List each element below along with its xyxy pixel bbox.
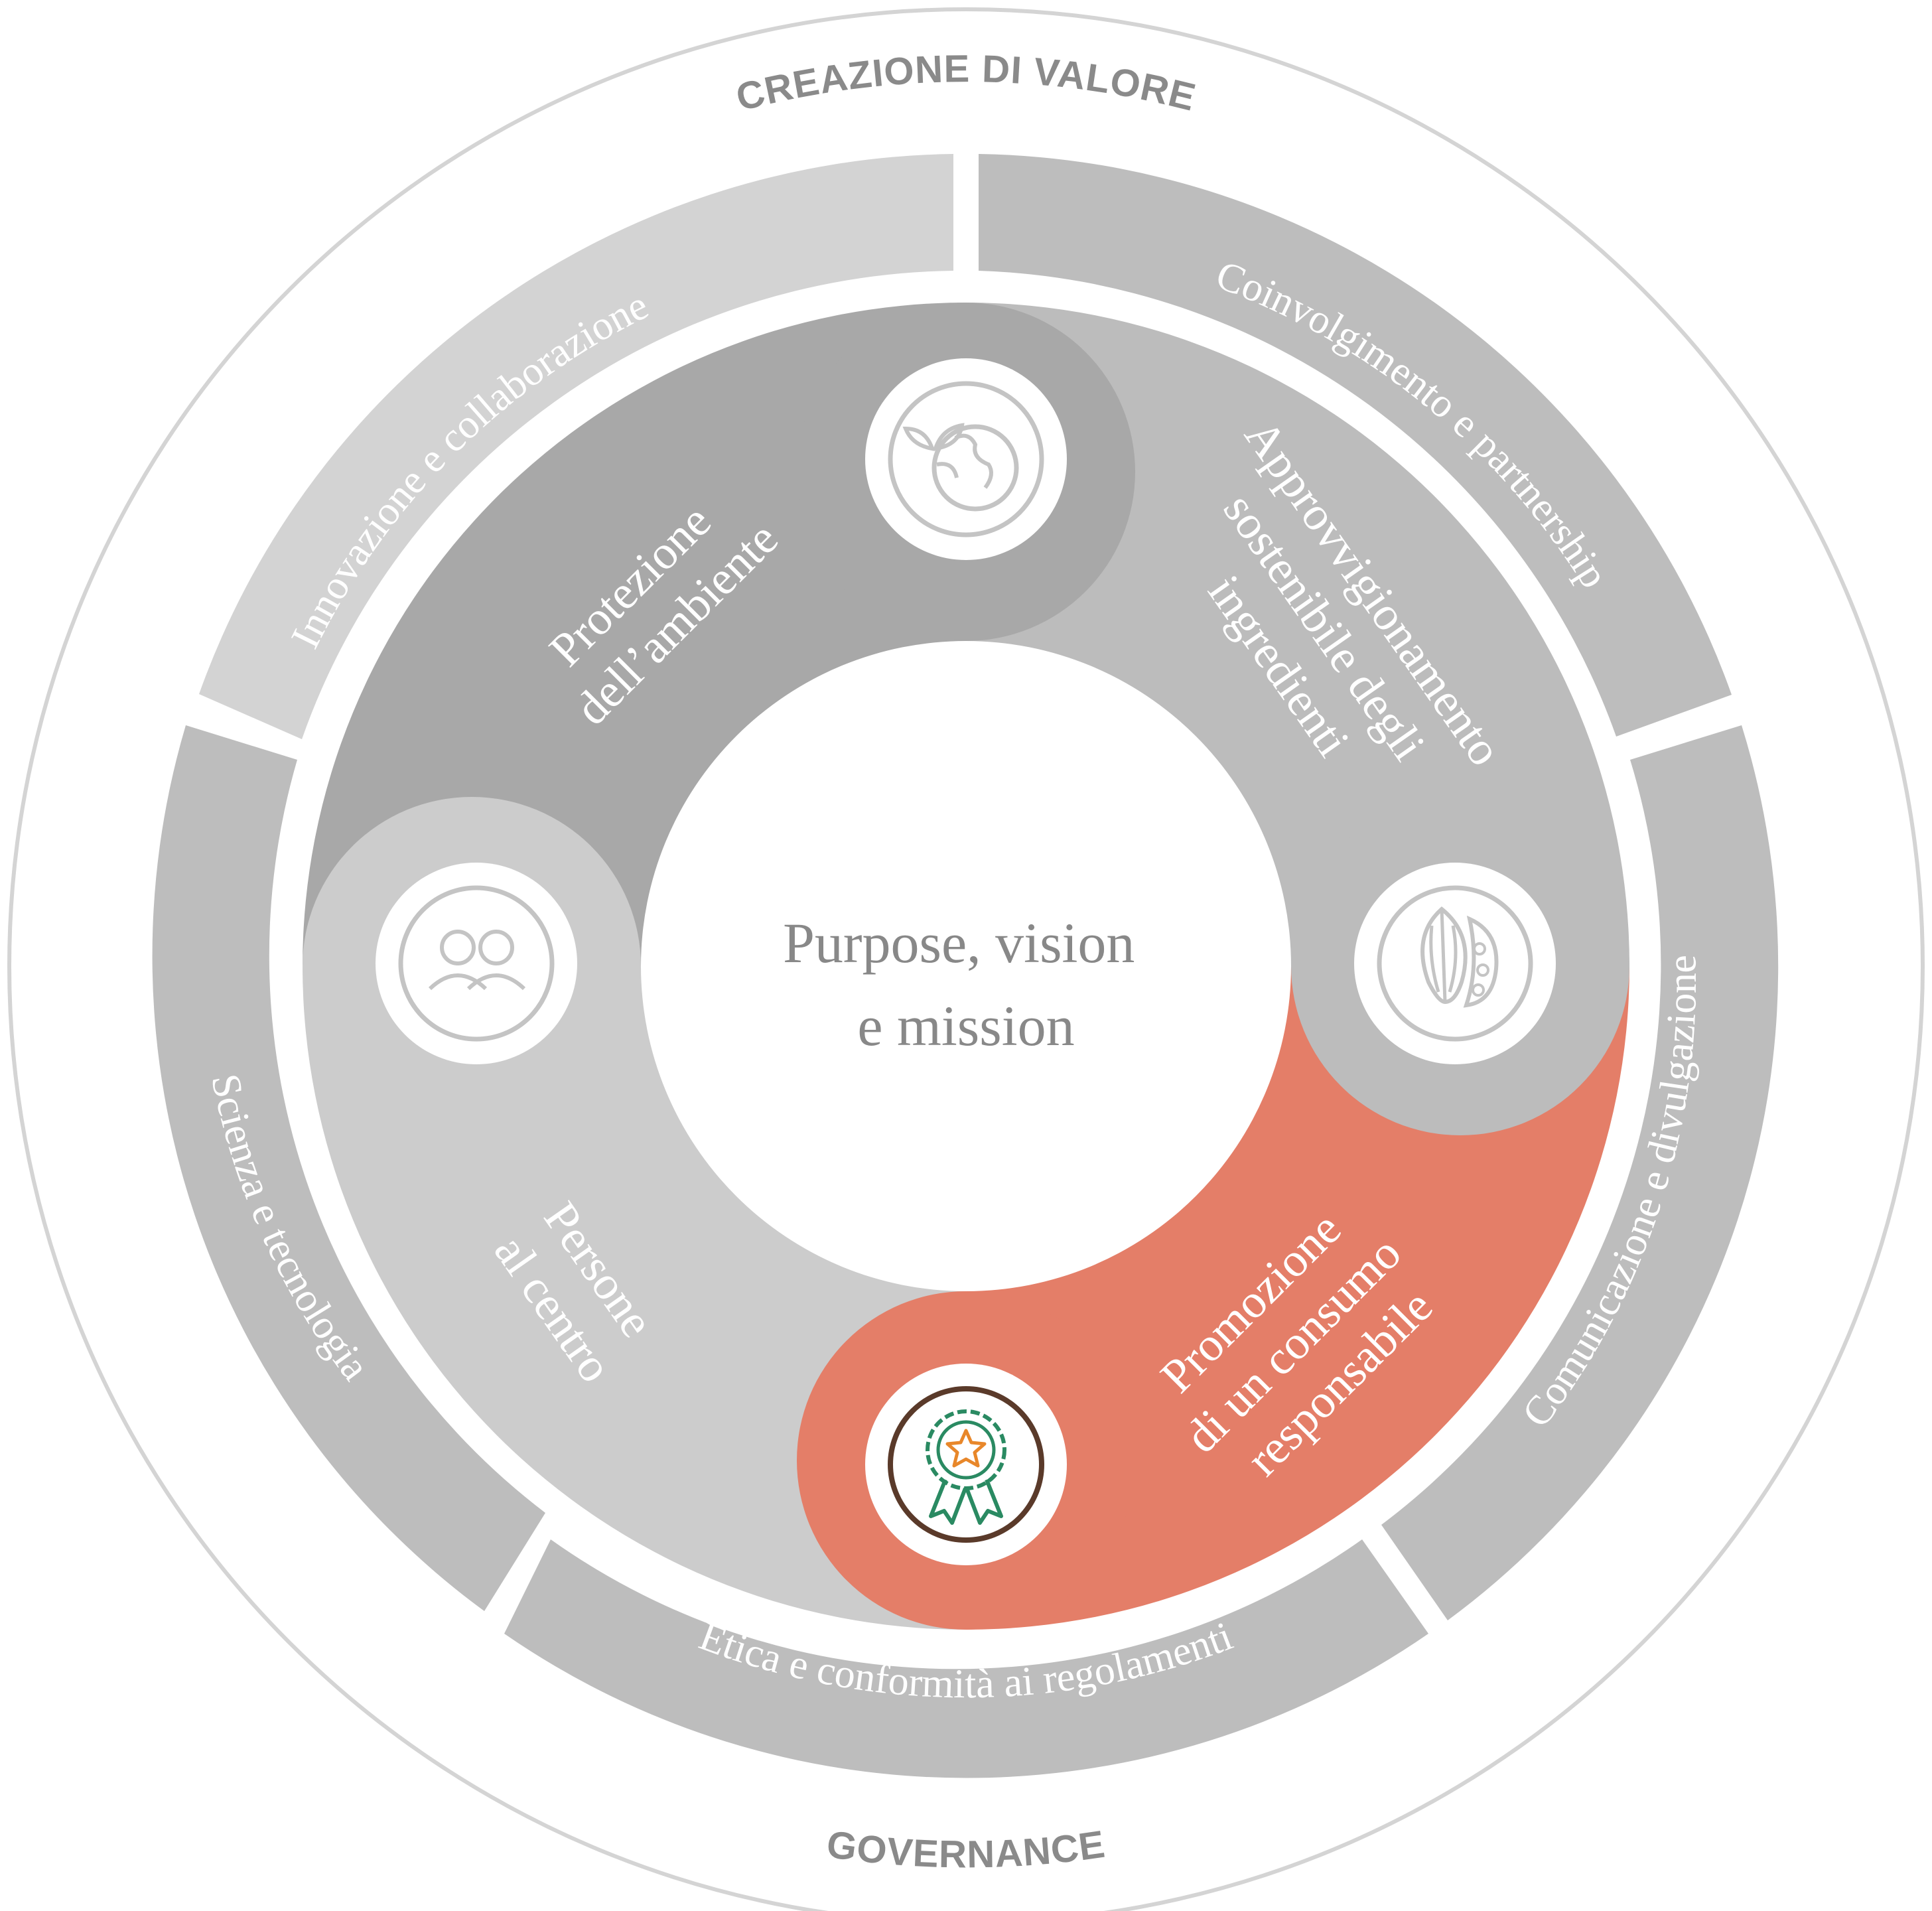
award-ribbon-icon bbox=[865, 1364, 1067, 1565]
outer-segment-innovazione bbox=[199, 154, 953, 739]
people-icon bbox=[376, 863, 577, 1064]
pillar-ring bbox=[303, 303, 1629, 1630]
globe-plant-icon bbox=[865, 358, 1067, 560]
outer-segment-comunicazione bbox=[1381, 725, 1779, 1620]
outer-segment-etica bbox=[504, 1539, 1428, 1778]
cocoa-pod-icon bbox=[1354, 863, 1556, 1064]
outer-segment-scienza bbox=[152, 725, 545, 1611]
outer-segment-ring bbox=[152, 154, 1779, 1778]
center-text: Purpose, vision e mission bbox=[783, 911, 1149, 1058]
outer-segment-coinvolgimento bbox=[979, 154, 1732, 737]
center-circle bbox=[649, 649, 1283, 1283]
